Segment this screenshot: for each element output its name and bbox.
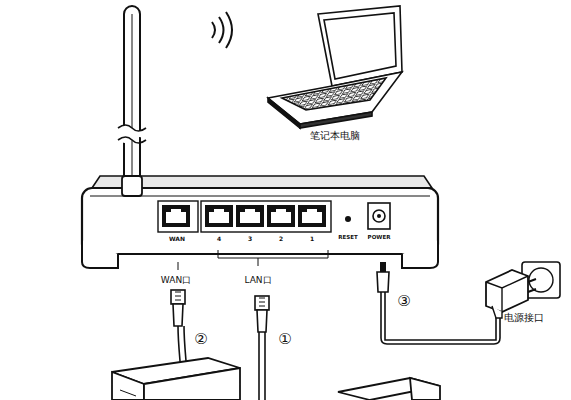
port-socket <box>267 205 295 227</box>
power-adapter <box>486 262 560 318</box>
port-caption: WAN口 <box>161 276 191 285</box>
port-socket <box>205 205 233 227</box>
port-opening <box>271 209 291 223</box>
laptop-node: 笔记本电脑 <box>262 4 408 146</box>
port-label: 3 <box>248 236 252 242</box>
port-label: 1 <box>310 236 314 242</box>
port-label: POWER <box>368 235 391 241</box>
port-socket <box>236 205 264 227</box>
port-label: WAN <box>169 236 185 242</box>
lan-cable <box>255 296 269 400</box>
callout-number: ③ <box>397 294 410 309</box>
wifi-waves <box>212 12 232 48</box>
node-label: 笔记本电脑 <box>310 130 360 141</box>
reset-hole <box>345 216 351 222</box>
power-jack <box>368 203 390 229</box>
node-label: 电源接口 <box>504 312 544 323</box>
port-opening <box>240 209 260 223</box>
callout-number: ② <box>194 332 207 347</box>
power-socket-node: 电源接口 <box>480 262 568 334</box>
ethernet-ports <box>162 205 326 227</box>
button-label: RESET <box>338 235 357 241</box>
port-socket <box>298 205 326 227</box>
port-opening <box>166 209 186 223</box>
port-opening <box>209 209 229 223</box>
callout-number: ① <box>278 332 291 347</box>
port-opening <box>302 209 322 223</box>
laptop-figure <box>268 6 402 128</box>
port-label: 2 <box>279 236 283 242</box>
antenna <box>118 6 146 196</box>
port-socket <box>162 205 190 227</box>
port-caption: LAN口 <box>244 276 271 285</box>
power-cable <box>377 262 500 344</box>
modem-figure <box>112 358 240 400</box>
port-label: 4 <box>217 236 221 242</box>
router-body <box>82 176 438 268</box>
desktop-figure <box>338 378 440 400</box>
